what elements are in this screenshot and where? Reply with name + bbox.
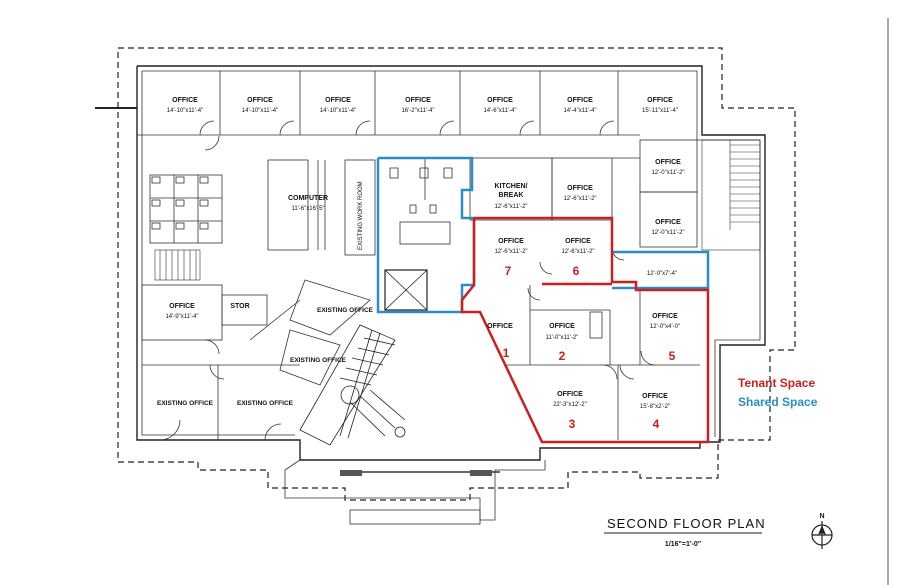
door-swings-tenant	[527, 247, 656, 380]
tenant-office-walls	[505, 285, 700, 440]
east-stair	[701, 139, 761, 251]
room-dimension: 14'-10"x11'-4"	[242, 108, 278, 114]
room-dimension: 12'-6"x11'-2"	[561, 249, 594, 255]
legend-tenant-space: Tenant Space	[738, 376, 815, 390]
room-label: OFFICE	[642, 393, 668, 400]
room-label: OFFICE	[557, 391, 583, 398]
entrance-column	[470, 470, 492, 476]
room-label: OFFICE	[405, 97, 431, 104]
west-stair	[154, 249, 201, 281]
room-label: OFFICE	[655, 159, 681, 166]
room-label: OFFICE	[655, 219, 681, 226]
building-inner-wall	[142, 70, 761, 437]
room-label: EXISTING OFFICE	[157, 400, 214, 407]
room-dimension: 14'-10"x11'-4"	[320, 108, 356, 114]
tenant-space-outline	[460, 216, 710, 444]
room-label-rotated: EXISTING WORK ROOM	[358, 181, 364, 250]
shared-space-core	[376, 156, 476, 314]
room-label: OFFICE	[487, 97, 513, 104]
legend-shared-space: Shared Space	[738, 395, 818, 409]
room-label: OFFICE	[567, 97, 593, 104]
tenant-unit-number: 1	[503, 346, 510, 360]
workstation-cluster	[149, 174, 223, 244]
room-dimension: 22'-3"x12'-2"	[553, 402, 587, 408]
room-dimension: 12'-6"x11'-2"	[563, 196, 596, 202]
entrance-column	[340, 470, 362, 476]
room-dimension: 11'-0"x11'-2"	[546, 335, 579, 341]
room-label: OFFICE	[565, 238, 591, 245]
plan-scale: 1/16"=1'-0"	[665, 541, 701, 548]
west-office-walls	[141, 279, 371, 440]
entrance-porch	[284, 459, 546, 521]
room-label: OFFICE	[172, 97, 198, 104]
room-label: EXISTING OFFICE	[290, 357, 347, 364]
building-exterior-wall	[136, 65, 766, 461]
computer-room-walls	[267, 159, 376, 256]
north-arrow-icon	[811, 521, 833, 549]
tenant-unit-number: 4	[653, 417, 660, 431]
room-dimension: 15'-8"x2'-2"	[640, 404, 670, 410]
room-label: OFFICE	[498, 238, 524, 245]
room-label: KITCHEN/	[494, 183, 527, 190]
tenant-unit-number: 7	[505, 264, 512, 278]
room-label: OFFICE	[325, 97, 351, 104]
room-label: EXISTING OFFICE	[237, 400, 294, 407]
room-dimension: 12'-0"x7'-4"	[647, 271, 677, 277]
room-dimension: 14'-6"x11'-4"	[483, 108, 516, 114]
top-office-partitions	[137, 71, 640, 136]
room-dimension: 14'-10"x11'-4"	[167, 108, 203, 114]
room-dimension: 12'-0"x11'-2"	[651, 170, 684, 176]
door-swings	[199, 120, 615, 151]
room-dimension: 16'-2"x11'-4"	[401, 108, 434, 114]
room-dimension: 14'-4"x11'-4"	[563, 108, 596, 114]
room-label: BREAK	[499, 192, 524, 199]
room-label: OFFICE	[567, 185, 593, 192]
elevator-shaft	[384, 269, 428, 311]
plan-title: SECOND FLOOR PLAN	[607, 516, 766, 531]
room-label: OFFICE	[647, 97, 673, 104]
tenant-unit-number: 5	[669, 349, 676, 363]
room-dimension: 15'-11"x11'-4"	[642, 108, 678, 114]
room-dimension: 12'-6"x11'-2"	[494, 249, 527, 255]
site-boundary	[117, 47, 796, 501]
room-label: OFFICE	[169, 303, 195, 310]
room-dimension: 11'-6"x16'-5"	[291, 206, 324, 212]
tenant-space-boundary	[460, 216, 710, 444]
north-label: N	[819, 513, 824, 520]
shared-space-corridor	[612, 250, 710, 290]
room-dimension: 12'-0"x11'-2"	[651, 230, 684, 236]
entrance-step	[349, 509, 481, 525]
building-inner-wall-left	[141, 71, 295, 436]
room-label: COMPUTER	[288, 195, 328, 202]
room-label: EXISTING OFFICE	[317, 307, 374, 314]
room-dimension: 12'-0"x4'-0"	[650, 324, 680, 330]
room-label: OFFICE	[487, 323, 513, 330]
tenant-unit-number: 6	[573, 264, 580, 278]
room-label: STOR	[230, 303, 249, 310]
room-dimension: 14'-9"x11'-4"	[165, 314, 198, 320]
tenant-unit-number: 3	[569, 417, 576, 431]
restroom-fixtures	[389, 158, 453, 245]
room-label: OFFICE	[652, 313, 678, 320]
room-dimension: 12'-6"x11'-2"	[494, 204, 527, 210]
central-stair	[299, 324, 406, 446]
room-label: OFFICE	[247, 97, 273, 104]
door-swings-west	[159, 339, 282, 441]
tenant-unit-number: 2	[559, 349, 566, 363]
room-label: OFFICE	[549, 323, 575, 330]
